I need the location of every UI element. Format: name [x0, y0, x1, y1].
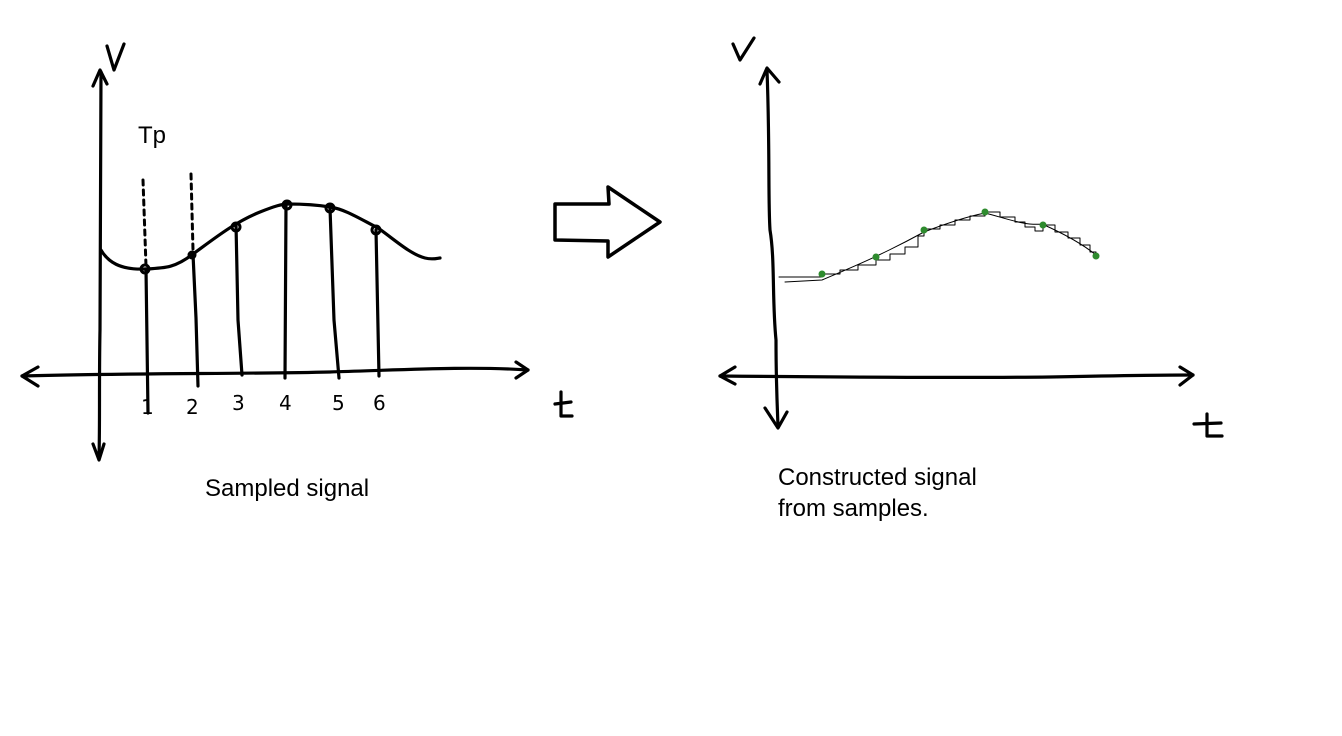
left-x-axis-arrow-left [20, 365, 40, 388]
right-constructed-signal-trace [784, 212, 1097, 283]
right-plot [718, 36, 1224, 438]
right-sample-dot-4 [981, 208, 989, 216]
left-y-axis-arrow-bottom [91, 442, 106, 462]
left-tick-label-2: 2 [186, 395, 199, 419]
right-y-axis-v-letter [731, 36, 756, 62]
left-sample-point-5 [324, 202, 336, 214]
left-tp-label: Tp [138, 122, 167, 149]
right-constructed-signal [778, 211, 1097, 278]
right-sample-dot-5 [1039, 221, 1047, 229]
left-tick-label-3: 3 [232, 391, 245, 415]
left-tick-label-6: 6 [373, 391, 386, 415]
right-x-axis-arrow-left [718, 365, 737, 386]
left-tp-guide-2 [189, 172, 195, 252]
right-x-axis [718, 373, 1195, 380]
left-sample-line-3 [234, 222, 244, 377]
right-x-axis-arrow-right [1178, 365, 1195, 387]
left-plot: 1 2 3 4 5 6 [20, 42, 574, 462]
left-sample-point-3 [230, 221, 242, 233]
right-caption-line-1: Constructed signal [778, 464, 977, 491]
left-x-axis [20, 366, 530, 378]
right-y-axis-arrow-bottom [763, 406, 789, 430]
left-caption: Sampled signal [205, 475, 370, 502]
left-sample-line-2 [191, 252, 200, 388]
left-tick-label-5: 5 [332, 391, 345, 415]
left-sample-point-4 [281, 199, 293, 211]
left-sample-point-6 [370, 224, 382, 236]
left-tp-guide-1 [141, 178, 148, 268]
left-sample-point-2 [187, 250, 197, 260]
left-sample-line-5 [328, 206, 341, 380]
left-tick-label-1: 1 [141, 395, 154, 419]
right-y-axis [765, 68, 780, 428]
left-tick-label-4: 4 [279, 391, 292, 415]
left-y-axis-arrow-top [91, 68, 109, 88]
left-sample-line-1 [144, 267, 150, 415]
left-sample-line-6 [374, 228, 381, 378]
right-caption-line-2: from samples. [778, 495, 929, 522]
left-x-axis-arrow-right [514, 360, 530, 380]
right-sample-dot-6 [1092, 252, 1100, 260]
left-y-axis-v-letter [105, 42, 126, 72]
right-x-axis-t-letter [1192, 412, 1224, 438]
left-sample-point-1 [139, 263, 151, 275]
left-sample-line-4 [283, 202, 288, 380]
right-sample-dot-3 [920, 226, 928, 234]
transform-arrow-icon [553, 185, 662, 259]
left-x-axis-t-letter [553, 390, 574, 418]
right-sample-dot-2 [872, 253, 880, 261]
right-sample-dot-1 [818, 270, 826, 278]
left-signal-curve [99, 202, 442, 271]
left-y-axis [97, 70, 103, 460]
right-y-axis-arrow-top [758, 66, 781, 86]
